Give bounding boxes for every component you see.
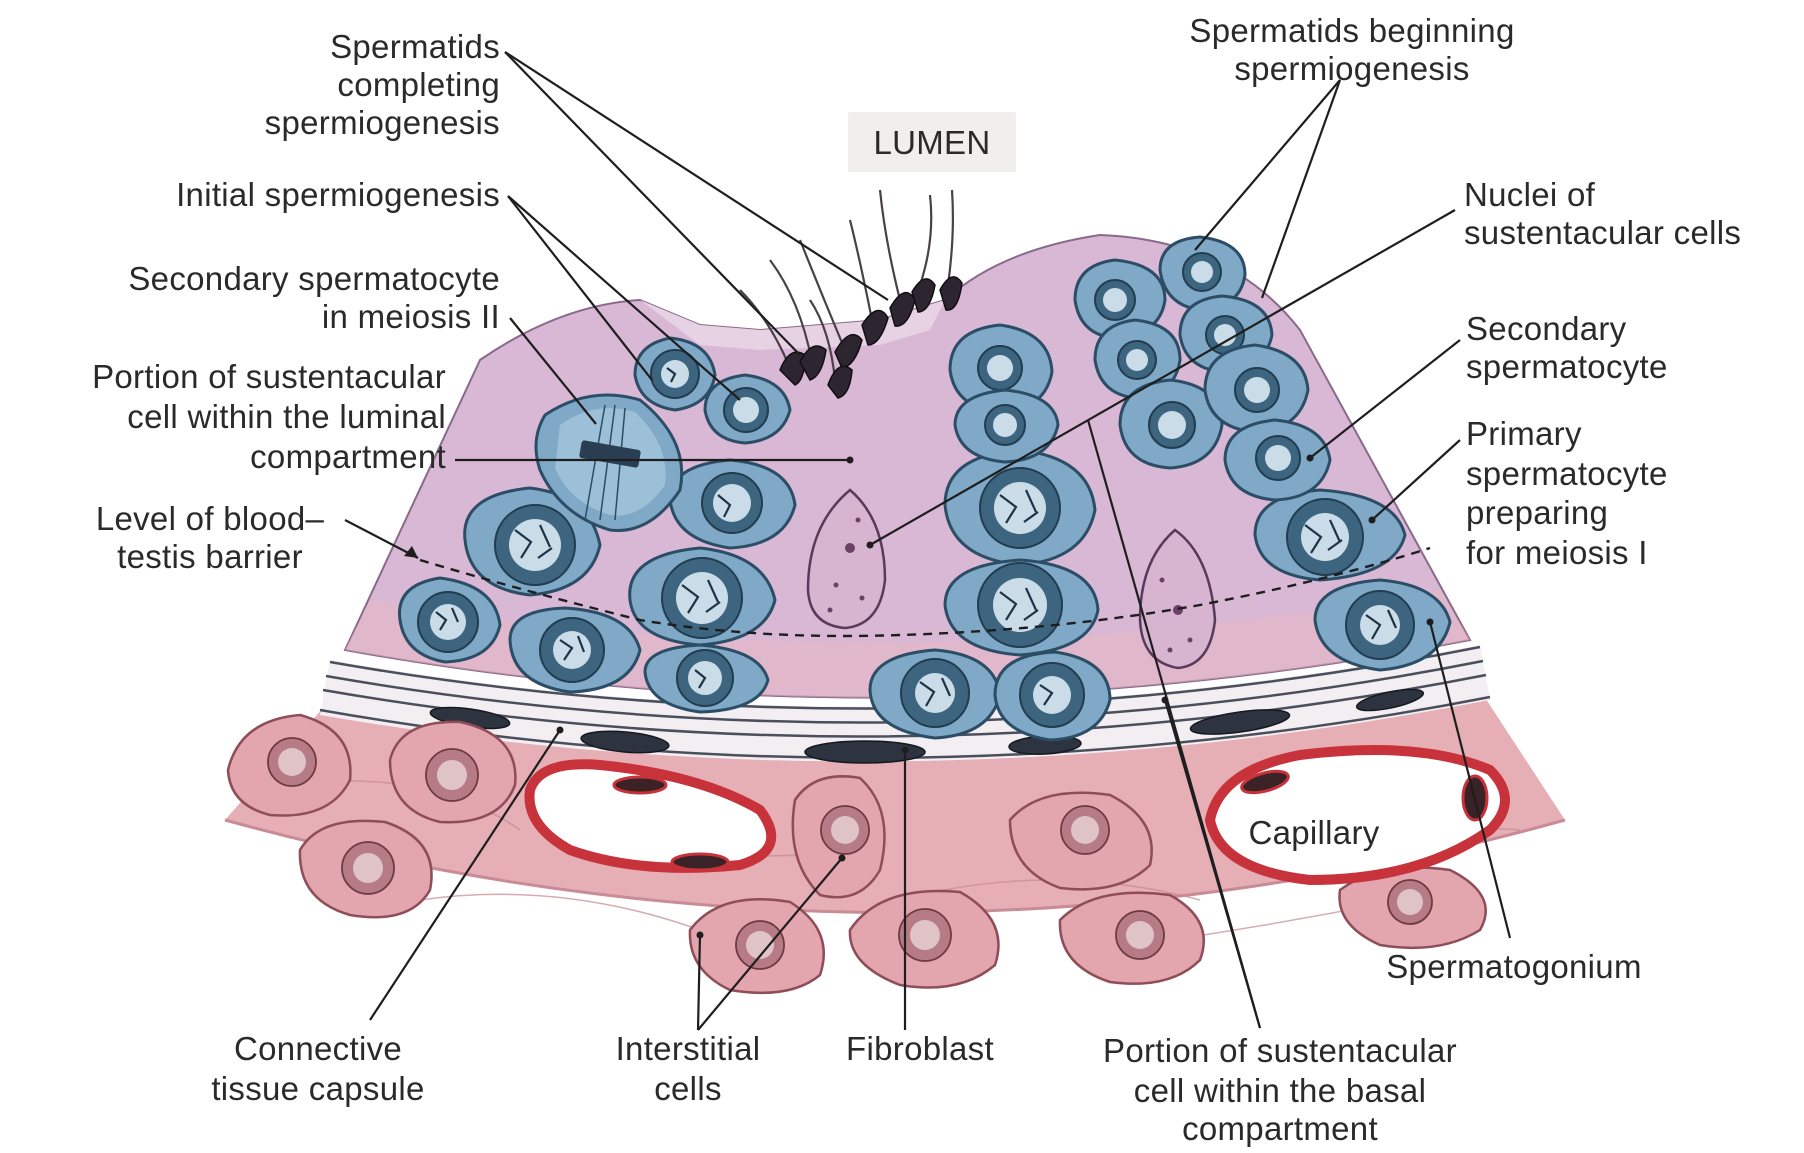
label-line: spermiogenesis (265, 104, 500, 141)
label-initial-spermiogenesis: Initial spermiogenesis (176, 176, 500, 213)
label-secondary-spermatocyte: Secondary spermatocyte (1466, 310, 1668, 385)
label-line: Secondary spermatocyte (128, 260, 500, 297)
interstitial-cell (793, 776, 885, 897)
label-interstitial-cells: Interstitial cells (616, 1030, 761, 1107)
primary-spermatocyte (945, 560, 1098, 655)
interstitial-cell (690, 899, 824, 993)
label-secondary-spermatocyte-meiosis: Secondary spermatocyte in meiosis II (128, 260, 500, 335)
label-line: Portion of sustentacular (92, 358, 446, 395)
spermatogonium (995, 652, 1110, 740)
label-line: sustentacular cells (1464, 214, 1741, 251)
label-line: compartment (1182, 1110, 1378, 1147)
interstitial-cell (300, 821, 432, 917)
label-line: completing (337, 66, 500, 103)
label-connective-capsule: Connective tissue capsule (211, 1030, 424, 1107)
label-spermatogonium: Spermatogonium (1386, 948, 1642, 985)
label-primary-spermatocyte: Primary spermatocyte preparing for meios… (1466, 415, 1668, 571)
label-line: Level of blood– (96, 500, 325, 537)
secondary-spermatocyte (1205, 345, 1308, 432)
label-portion-luminal: Portion of sustentacular cell within the… (92, 358, 446, 475)
label-nuclei-sustentacular: Nuclei of sustentacular cells (1464, 176, 1741, 251)
label-line: Fibroblast (846, 1030, 994, 1067)
secondary-spermatocyte (1225, 420, 1330, 500)
label-line: Secondary (1466, 310, 1627, 347)
label-line: cells (654, 1070, 722, 1107)
spermatid (955, 390, 1058, 462)
label-line: in meiosis II (322, 298, 500, 335)
label-line: testis barrier (117, 538, 303, 575)
label-level-barrier: Level of blood– testis barrier (96, 500, 325, 575)
label-line: spermiogenesis (1234, 50, 1469, 87)
label-line: Primary (1466, 415, 1582, 452)
primary-spermatocyte (945, 450, 1095, 565)
label-fibroblast: Fibroblast (846, 1030, 994, 1067)
label-line: Initial spermiogenesis (176, 176, 500, 213)
label-line: Capillary (1248, 814, 1379, 851)
label-line: for meiosis I (1466, 534, 1648, 571)
early-spermatid (705, 375, 790, 443)
label-line: Spermatids (330, 28, 500, 65)
label-line: spermatocyte (1466, 348, 1668, 385)
label-line: Portion of sustentacular (1103, 1032, 1457, 1069)
label-line: tissue capsule (211, 1070, 424, 1107)
label-line: compartment (250, 438, 446, 475)
label-spermatids-completing: Spermatids completing spermiogenesis (265, 28, 500, 141)
label-line: Nuclei of (1464, 176, 1596, 213)
label-line: preparing (1466, 494, 1608, 531)
label-line: Spermatogonium (1386, 948, 1642, 985)
spermatogonium (870, 650, 1000, 738)
label-lumen: LUMEN (848, 112, 1016, 172)
primary-spermatocyte (670, 460, 795, 548)
label-line: cell within the basal (1134, 1072, 1426, 1109)
interstitial-cell (1060, 893, 1204, 984)
label-line: Connective (234, 1030, 402, 1067)
label-line: Interstitial (616, 1030, 761, 1067)
interstitial-cell (228, 715, 350, 816)
label-line: Spermatids beginning (1189, 12, 1514, 49)
label-portion-basal: Portion of sustentacular cell within the… (1103, 1032, 1457, 1147)
label-line: cell within the luminal (127, 398, 446, 435)
label-capillary: Capillary (1248, 814, 1379, 851)
label-line: spermatocyte (1466, 455, 1668, 492)
label-spermatids-beginning: Spermatids beginning spermiogenesis (1189, 12, 1514, 87)
label-line: LUMEN (873, 124, 990, 161)
interstitial-cell (390, 722, 515, 822)
